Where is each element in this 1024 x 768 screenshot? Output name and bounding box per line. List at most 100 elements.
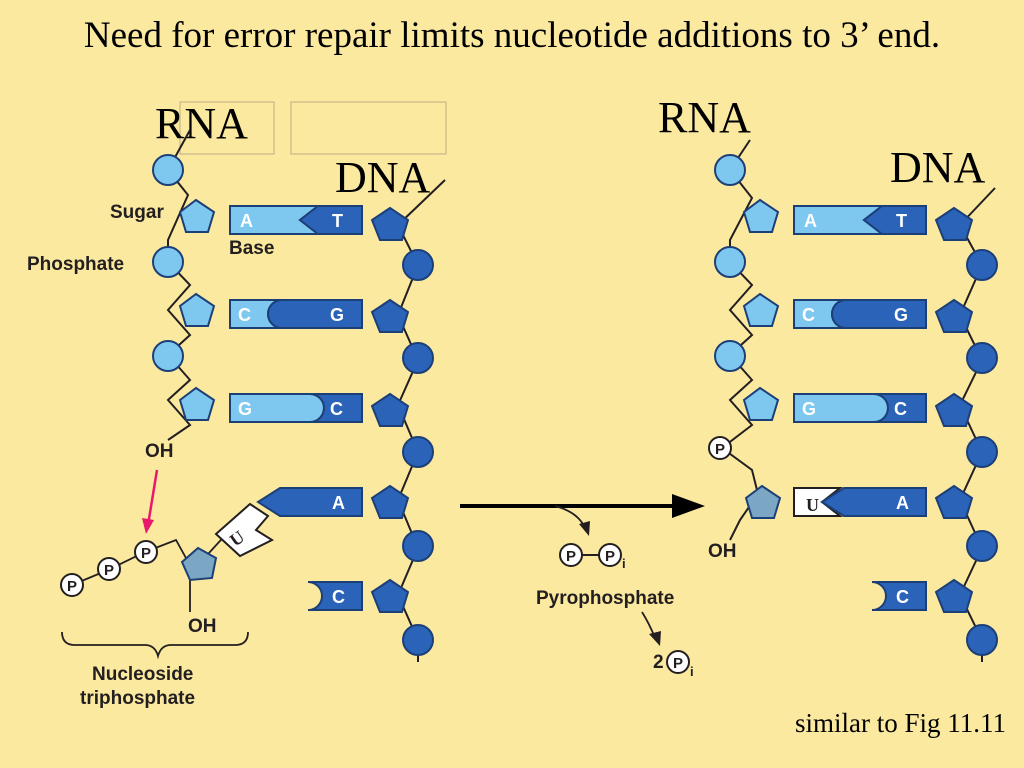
two-label: 2 [653, 652, 664, 673]
base-pair: G C [793, 393, 927, 423]
oh-label-incoming: OH [188, 616, 217, 637]
base-letter: A [332, 493, 345, 513]
dna-phosphate-circle [402, 249, 434, 281]
dna-phosphate-circle [402, 342, 434, 374]
nucleoside-label-line1: Nucleoside [92, 664, 193, 685]
rna-backbone-left [166, 129, 192, 441]
p-letter: P [715, 441, 725, 458]
rna-sugar-pentagon [178, 386, 216, 421]
rna-phosphate-circle [714, 340, 746, 372]
base-pair: A T [793, 205, 927, 235]
dna-base-c: C [307, 581, 363, 611]
base-letter: C [894, 399, 907, 419]
dna-label-right: DNA [890, 143, 986, 192]
u-letter: U [806, 495, 819, 515]
dna-sugar-pentagon [370, 392, 410, 427]
rna-phosphate-circle [152, 246, 184, 278]
base-pair: A T [229, 205, 363, 235]
rna-label-box [179, 101, 275, 155]
dna-phosphate-circle [966, 624, 998, 656]
dna-label-left: DNA [335, 153, 431, 202]
nucleoside-triphosphate: P P P U OH [60, 502, 275, 637]
dna-sugar-pentagon [370, 578, 410, 613]
dna-sugar-pentagon [370, 484, 410, 519]
phosphate-label: Phosphate [27, 254, 124, 275]
dna-phosphate-circle [402, 624, 434, 656]
dna-base-a: A [256, 487, 363, 517]
dna-sugar-pentagon [370, 206, 410, 241]
incoming-u-base [214, 502, 275, 558]
pyrophosphate-group: P P i Pyrophosphate 2 P i [536, 543, 694, 679]
base-letter: C [330, 399, 343, 419]
p-letter: P [141, 545, 151, 562]
rna-sugar-pentagon [178, 198, 216, 233]
left-panel: RNA DNA Sugar Phosphate Base OH A T C G [27, 99, 447, 709]
subscript-i: i [622, 556, 626, 571]
rna-phosphate-circle [152, 340, 184, 372]
slide-title: Need for error repair limits nucleotide … [83, 15, 941, 56]
rna-phosphate-circle [714, 246, 746, 278]
incoming-sugar-pentagon [180, 546, 218, 582]
base-letter: A [240, 211, 253, 231]
reaction-arrow [460, 494, 705, 536]
pink-arrow-head [142, 518, 154, 534]
dna-phosphate-circle [966, 530, 998, 562]
oh-label-rna: OH [145, 441, 174, 462]
dna-phosphate-circle [966, 436, 998, 468]
dna-sugar-pentagon [934, 484, 974, 519]
dna-base-c-right: C [871, 581, 927, 611]
p-letter: P [67, 578, 77, 595]
base-letter: A [896, 493, 909, 513]
nucleoside-label-line2: triphosphate [80, 688, 195, 709]
base-letter: C [332, 587, 345, 607]
brace [61, 631, 249, 660]
dna-sugar-pentagon [934, 206, 974, 241]
p-letter: P [605, 548, 615, 565]
p-letter: P [566, 548, 576, 565]
dna-sugar-pentagon [370, 298, 410, 333]
rna-label-right: RNA [658, 93, 751, 142]
rna-backbone-right [720, 139, 760, 541]
base-letter: C [238, 305, 251, 325]
base-letter: A [804, 211, 817, 231]
pink-arrow [146, 469, 159, 526]
p-letter: P [673, 655, 683, 672]
oh-label-right: OH [708, 541, 737, 562]
p-letter: P [104, 562, 114, 579]
dna-phosphate-circle [402, 436, 434, 468]
rna-sugar-pentagon [178, 292, 216, 327]
rna-label-left: RNA [155, 99, 248, 148]
new-phosphate-p [708, 436, 732, 460]
dna-sugar-pentagon [934, 298, 974, 333]
rna-phosphate-circle [714, 154, 746, 186]
base-letter: G [238, 399, 252, 419]
rna-phosphate-circle [152, 154, 184, 186]
base-letter: C [802, 305, 815, 325]
sugar-label: Sugar [110, 202, 164, 223]
rna-sugar-pentagon [742, 386, 780, 421]
blank-label-box [290, 101, 447, 155]
base-letter: G [330, 305, 344, 325]
figure-caption: similar to Fig 11.11 [794, 708, 1006, 738]
dna-phosphate-circle [402, 530, 434, 562]
pyrophosphate-label: Pyrophosphate [536, 588, 674, 609]
phosphate-p-circle [134, 540, 158, 564]
new-sugar-pentagon [744, 484, 782, 519]
dna-phosphate-circle [966, 342, 998, 374]
base-label: Base [229, 238, 274, 259]
dna-sugar-pentagon [934, 392, 974, 427]
base-letter: G [802, 399, 816, 419]
base-pair-u-a: U A [793, 487, 927, 517]
base-pair: C G [793, 299, 927, 329]
phosphate-p-circle [97, 557, 121, 581]
right-panel: RNA DNA P OH A T C G G [658, 93, 998, 662]
rna-sugar-pentagon [742, 198, 780, 233]
phosphate-p-circle [60, 573, 84, 597]
base-letter: C [896, 587, 909, 607]
subscript-i: i [690, 664, 694, 679]
base-pair: G C [229, 393, 363, 423]
base-letter: T [332, 211, 343, 231]
dna-sugar-pentagon [934, 578, 974, 613]
base-letter: T [896, 211, 907, 231]
